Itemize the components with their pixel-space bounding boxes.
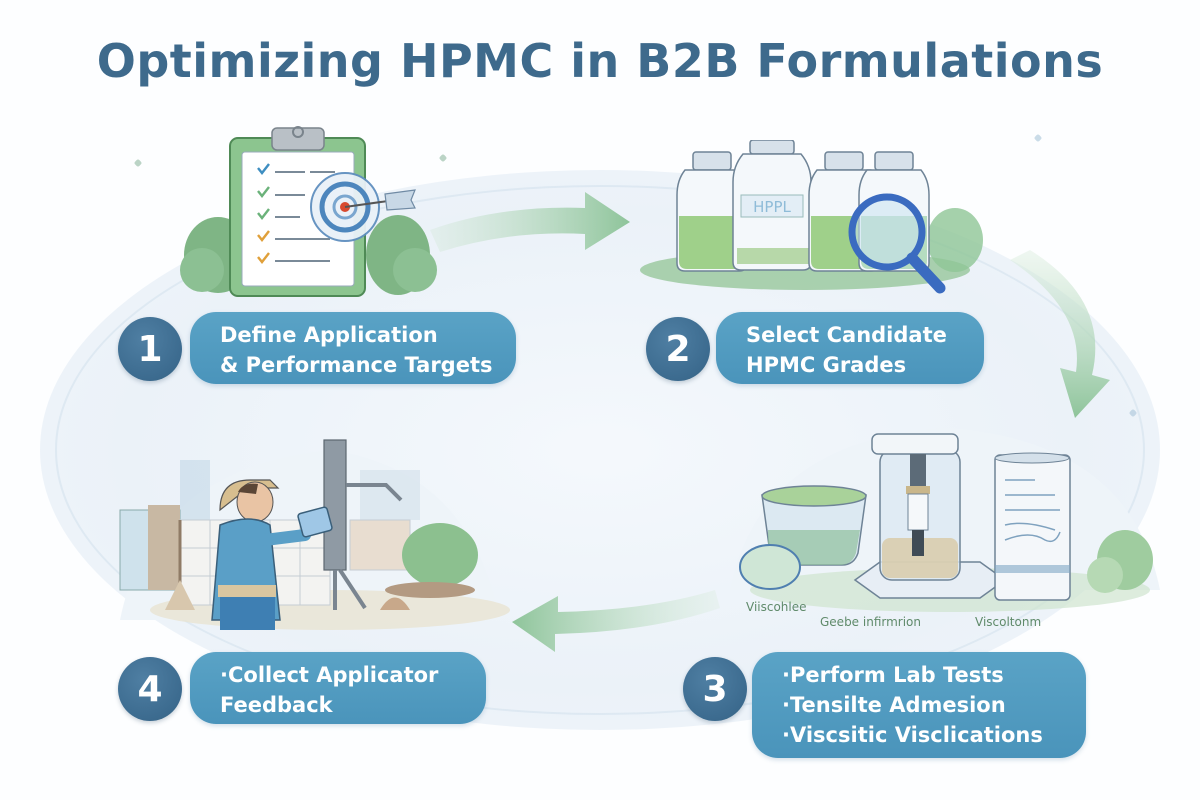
step-4-badge: 4 [118, 657, 182, 721]
arrow-step2-to-step3 [1010, 250, 1110, 418]
step-3-line-1: ·Perform Lab Tests [782, 663, 1004, 687]
target-icon [310, 172, 416, 242]
step-1-line-2: & Performance Targets [220, 353, 493, 377]
clipboard-target-illustration [180, 126, 437, 297]
lab-tests-illustration [730, 428, 1160, 612]
magnifier-icon [848, 193, 946, 294]
bottles-magnifier-illustration: HPPL [640, 140, 983, 294]
step-1-number: 1 [137, 328, 163, 370]
step-2-line-1: Select Candidate [746, 323, 947, 347]
lab-caption-viscoltonm: Viscoltonm [975, 615, 1042, 629]
arrow-step1-to-step2 [430, 192, 630, 252]
field-worker-illustration [119, 439, 510, 630]
step-4-number: 4 [137, 668, 163, 710]
lab-caption-information: Geebe infirmrion [820, 615, 922, 629]
results-chart-icon [994, 452, 1071, 601]
mixing-bowl-icon [739, 485, 867, 590]
step-2-line-2: HPMC Grades [746, 353, 907, 377]
viscometer-icon [853, 433, 1007, 599]
arrow-step3-to-step4 [512, 590, 720, 652]
background-cycle-ring [55, 185, 1145, 715]
step-2-number: 2 [665, 328, 691, 370]
step-3-line-2: ·Tensilte Admesion [782, 693, 1006, 717]
bottle-label: HPPL [753, 198, 791, 216]
step-2-badge: 2 [646, 317, 710, 381]
step-4-line-2: Feedback [220, 693, 333, 717]
step-4-line-1: ·Collect Applicator [220, 663, 439, 687]
lab-caption-viscosity: Viiscohlee [746, 600, 807, 614]
step-3-badge: 3 [683, 657, 747, 721]
sparkle-icon [1033, 133, 1043, 143]
step-1-label: Define Application & Performance Targets [190, 312, 516, 384]
step-1-line-1: Define Application [220, 323, 438, 347]
page-title: Optimizing HPMC in B2B Formulations [96, 34, 1104, 88]
step-3-label: ·Perform Lab Tests ·Tensilte Admesion ·V… [752, 652, 1086, 758]
sparkle-icon [133, 158, 143, 168]
step-3-line-3: ·Viscsitic Visclications [782, 723, 1043, 747]
step-4-label: ·Collect Applicator Feedback [190, 652, 486, 724]
step-1-badge: 1 [118, 317, 182, 381]
step-3-number: 3 [702, 668, 728, 710]
worker-icon [211, 479, 333, 630]
step-2-label: Select Candidate HPMC Grades [716, 312, 984, 384]
